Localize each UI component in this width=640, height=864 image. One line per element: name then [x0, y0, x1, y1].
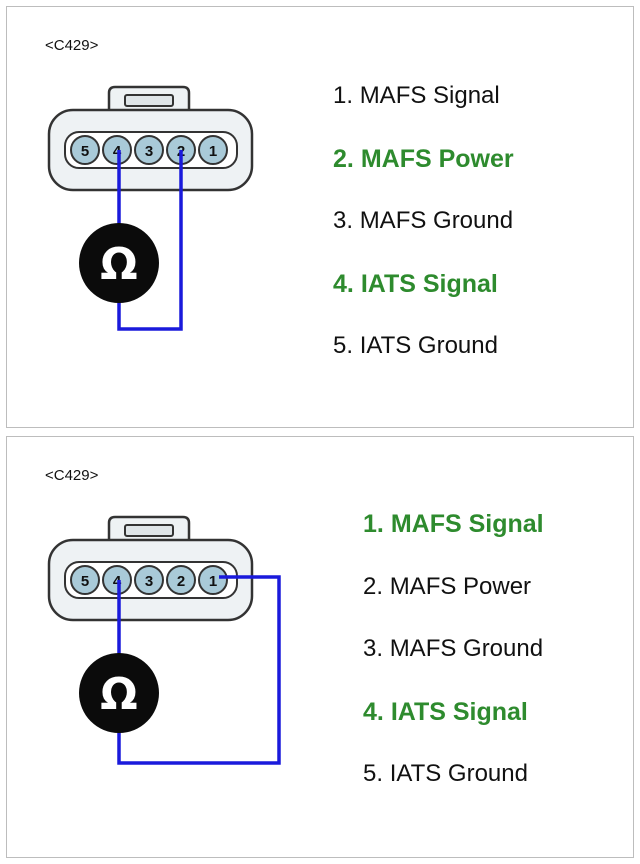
connector-diagram: 5 4 3 2 1 Ω: [47, 515, 281, 765]
pin-item-4: 4. IATS Signal: [333, 269, 514, 332]
diagram-panel-1: <C429> 5 4 3 2 1 Ω: [6, 6, 634, 428]
pin-item-5: 5. IATS Ground: [333, 331, 514, 394]
pin-5: 5: [70, 135, 100, 165]
pin-label: 5: [81, 573, 89, 590]
pin-item-3: 3. MAFS Ground: [363, 634, 544, 697]
ohmmeter-circle: [79, 653, 159, 733]
pin-label: 2: [177, 573, 185, 590]
ohmmeter-circle: [79, 223, 159, 303]
ohm-symbol-icon: Ω: [100, 669, 137, 720]
pin-5: 5: [70, 565, 100, 595]
pin-function-list: 1. MAFS Signal 2. MAFS Power 3. MAFS Gro…: [363, 509, 544, 822]
pin-item-text: IATS Signal: [360, 269, 498, 298]
pin-item-text: MAFS Signal: [390, 510, 544, 538]
pin-item-number: 2.: [363, 572, 384, 600]
pin-3: 3: [134, 135, 164, 165]
pin-item-text: MAFS Ground: [389, 635, 544, 662]
connector-label: <C429>: [45, 37, 99, 54]
pin-1: 1: [198, 135, 228, 165]
pin-item-text: IATS Signal: [390, 697, 528, 726]
diagram-panel-2: <C429> 5 4 3 2 1 Ω 1. MAFS Signal: [6, 436, 634, 858]
pin-item-number: 3.: [363, 635, 384, 662]
pin-item-1: 1. MAFS Signal: [363, 509, 544, 572]
pin-4: 4: [102, 565, 132, 595]
pin-label: 1: [209, 143, 217, 160]
pin-item-number: 1.: [333, 82, 354, 109]
pin-1: 1: [198, 565, 228, 595]
pin-item-2: 2. MAFS Power: [333, 144, 514, 207]
pin-label: 3: [145, 573, 153, 590]
pin-item-number: 4.: [363, 697, 384, 726]
connector-label: <C429>: [45, 467, 99, 484]
pin-item-1: 1. MAFS Signal: [333, 81, 514, 144]
pin-label: 1: [209, 573, 217, 590]
pin-item-5: 5. IATS Ground: [363, 759, 544, 822]
pin-item-text: MAFS Power: [360, 144, 514, 173]
pin-3: 3: [134, 565, 164, 595]
pin-4: 4: [102, 135, 132, 165]
connector-latch-slot: [124, 94, 174, 107]
pin-item-number: 1.: [363, 510, 384, 538]
pin-item-number: 3.: [333, 207, 354, 234]
pin-item-number: 5.: [363, 760, 384, 787]
pin-item-text: MAFS Signal: [359, 82, 500, 109]
pin-item-number: 5.: [333, 332, 354, 359]
pin-item-text: MAFS Ground: [359, 207, 514, 234]
pin-function-list: 1. MAFS Signal 2. MAFS Power 3. MAFS Gro…: [333, 81, 514, 394]
pin-item-2: 2. MAFS Power: [363, 572, 544, 635]
pin-item-4: 4. IATS Signal: [363, 697, 544, 760]
pin-item-text: MAFS Power: [389, 572, 532, 600]
pin-item-text: IATS Ground: [359, 332, 498, 359]
connector-latch-slot: [124, 524, 174, 537]
pin-label: 5: [81, 143, 89, 160]
pin-item-number: 4.: [333, 269, 354, 298]
pin-item-text: IATS Ground: [389, 760, 528, 787]
connector-diagram: 5 4 3 2 1 Ω: [47, 85, 254, 331]
pin-label: 3: [145, 143, 153, 160]
ohm-symbol-icon: Ω: [100, 239, 137, 290]
pin-2: 2: [166, 565, 196, 595]
pin-item-3: 3. MAFS Ground: [333, 206, 514, 269]
pin-item-number: 2.: [333, 144, 354, 173]
